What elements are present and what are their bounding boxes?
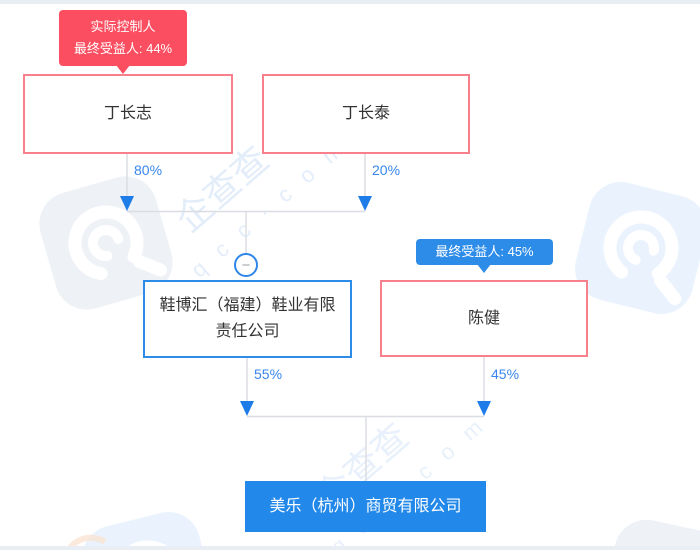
badge-pointer <box>116 65 130 74</box>
minus-icon: − <box>241 256 251 274</box>
badge-pointer <box>477 264 491 273</box>
node-target-company[interactable]: 美乐（杭州）商贸有限公司 <box>245 481 486 532</box>
node-holding-company[interactable]: 鞋博汇（福建）鞋业有限责任公司 <box>143 280 352 358</box>
bottom-edge-strip <box>0 546 700 550</box>
arrow-down-icon <box>240 401 254 416</box>
share-label-80: 80% <box>134 162 163 178</box>
node-label: 丁长泰 <box>341 105 390 122</box>
arrow-down-icon <box>120 196 134 211</box>
node-label: 陈健 <box>467 309 500 327</box>
node-label: 丁长志 <box>103 105 152 122</box>
arrow-down-icon <box>477 401 491 416</box>
actual-controller-badge: 实际控制人 最终受益人: 44% <box>59 10 187 74</box>
beneficiary-44-line2: 最终受益人: 44% <box>73 41 173 56</box>
beneficiary-45-label: 最终受益人: 45% <box>435 244 534 259</box>
node-label: 美乐（杭州）商贸有限公司 <box>269 497 462 515</box>
share-label-45: 45% <box>491 366 520 382</box>
node-label: 鞋博汇（福建）鞋业有限责任公司 <box>159 297 336 340</box>
beneficiary-badge: 最终受益人: 45% <box>416 239 553 273</box>
actual-controller-line1: 实际控制人 <box>90 19 156 34</box>
collapse-button[interactable]: − <box>234 253 258 277</box>
share-label-55: 55% <box>254 366 283 382</box>
share-label-20: 20% <box>372 162 401 178</box>
node-shareholder-dingchangtai[interactable]: 丁长泰 <box>262 74 470 154</box>
node-shareholder-chenjian[interactable]: 陈健 <box>380 280 588 357</box>
top-edge-strip <box>0 0 700 4</box>
arrow-down-icon <box>358 196 372 211</box>
node-shareholder-dingchangzhi[interactable]: 丁长志 <box>23 74 233 154</box>
